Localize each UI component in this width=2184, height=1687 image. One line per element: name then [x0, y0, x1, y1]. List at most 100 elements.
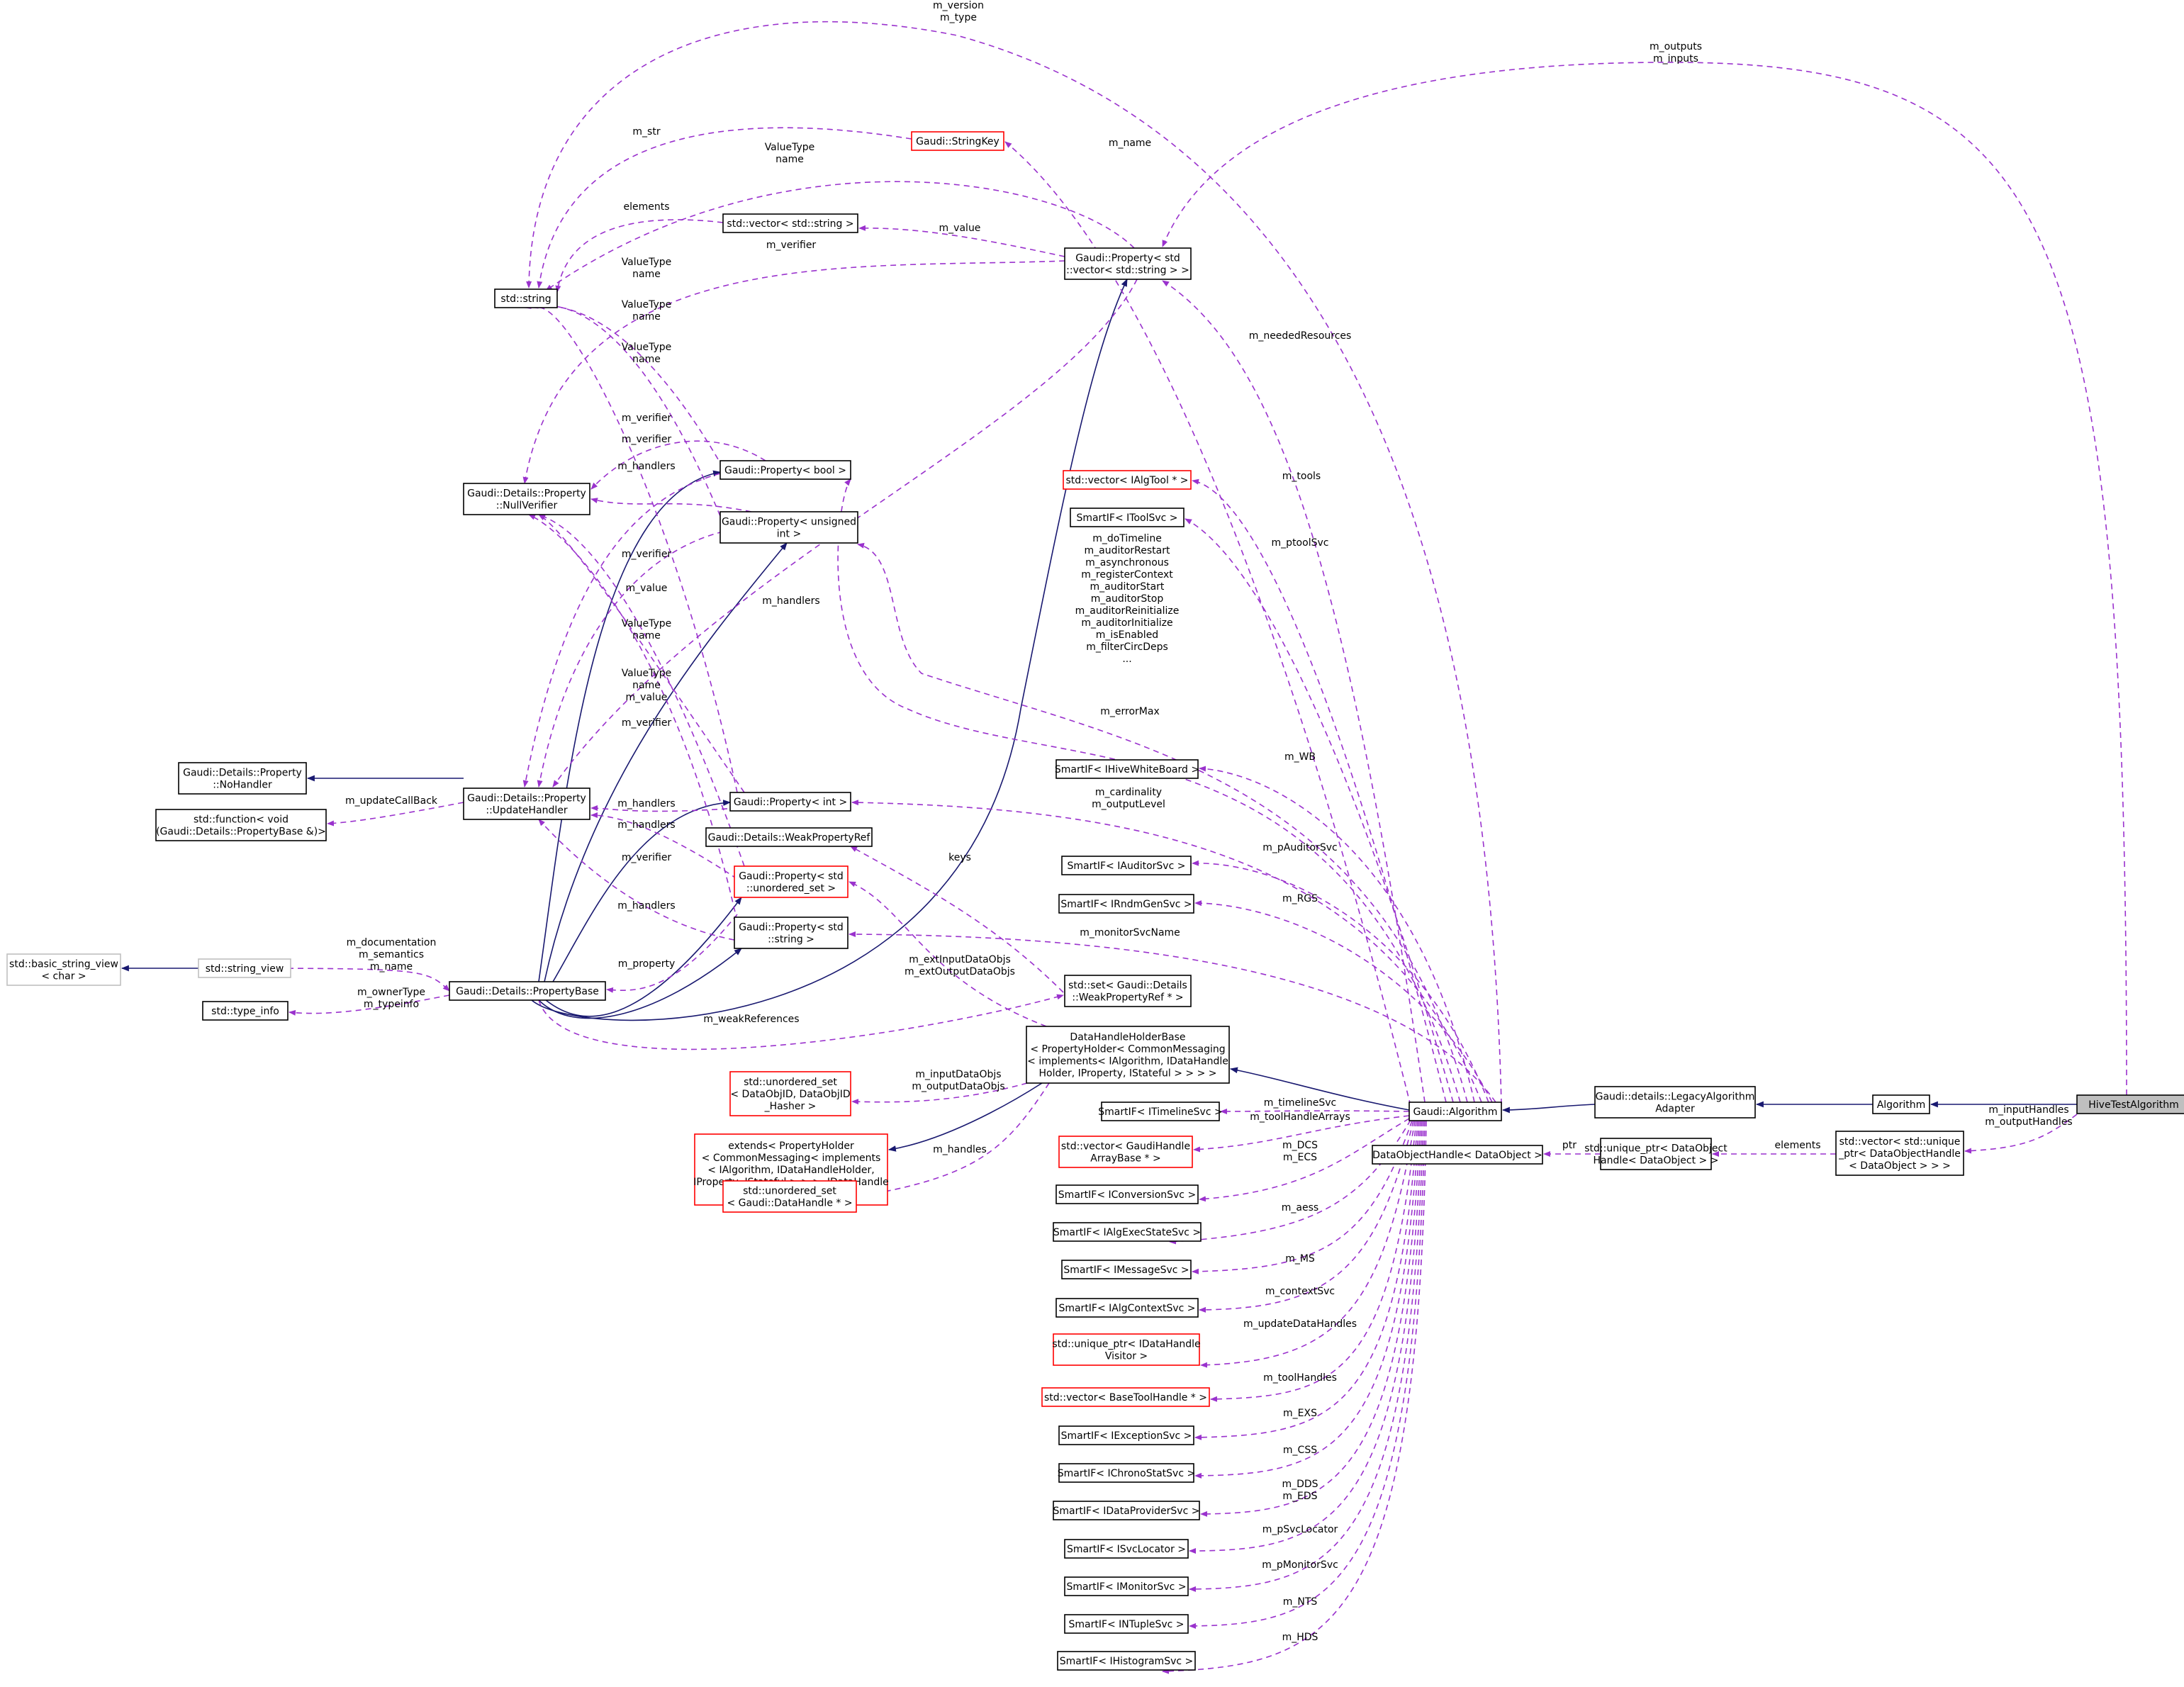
- edge-label-hds: m_HDS: [1282, 1632, 1318, 1643]
- edge-label-updatecallback: m_updateCallBack: [345, 795, 438, 807]
- edge-label-contextsvc: m_contextSvc: [1265, 1286, 1335, 1297]
- class-node-sif-histogramsvc[interactable]: SmartIF< IHistogramSvc >: [1057, 1651, 1196, 1671]
- class-node-sif-monitorsvc[interactable]: SmartIF< IMonitorSvc >: [1064, 1576, 1189, 1596]
- class-node-label: Gaudi::Details::Property::NullVerifier: [467, 488, 586, 512]
- inheritance-edge: [1501, 1104, 1596, 1114]
- class-node-label: std::string_view: [206, 963, 284, 975]
- class-node-label: std::function< void(Gaudi::Details::Prop…: [156, 814, 326, 838]
- edge-label-handlers2: m_handlers: [762, 595, 819, 607]
- usage-edge: [1199, 1120, 1414, 1313]
- class-node-label: std::vector< std::unique_ptr< DataObject…: [1838, 1136, 1961, 1172]
- edge-label-property: m_property: [618, 958, 676, 970]
- class-node-sif-algexecstatesvc[interactable]: SmartIF< IAlgExecStateSvc >: [1053, 1222, 1202, 1242]
- usage-edge: [1189, 1120, 1426, 1629]
- class-node-hive[interactable]: HiveTestAlgorithm: [2076, 1094, 2184, 1114]
- class-node-no-handler[interactable]: Gaudi::Details::Property::NoHandler: [178, 762, 307, 795]
- usage-edge: [522, 260, 1065, 484]
- edge-label-value2: m_value: [626, 583, 668, 594]
- class-node-prop-vec-string[interactable]: Gaudi::Property< std::vector< std::strin…: [1064, 247, 1192, 280]
- class-node-prop-uset[interactable]: Gaudi::Property< std::unordered_set >: [734, 865, 849, 898]
- class-node-vec-unique-doh[interactable]: std::vector< std::unique_ptr< DataObject…: [1835, 1131, 1964, 1176]
- class-node-sif-whiteboard[interactable]: SmartIF< IHiveWhiteBoard >: [1055, 759, 1199, 779]
- usage-edge: [327, 802, 464, 826]
- class-node-string-key[interactable]: Gaudi::StringKey: [911, 131, 1004, 151]
- class-node-property-base[interactable]: Gaudi::Details::PropertyBase: [449, 981, 606, 1001]
- class-node-vec-string[interactable]: std::vector< std::string >: [722, 213, 858, 233]
- edge-label-handles: m_handles: [933, 1144, 987, 1155]
- class-node-prop-std-string[interactable]: Gaudi::Property< std::string >: [734, 917, 849, 949]
- class-node-uset-dataobjid[interactable]: std::unordered_set< DataObjID, DataObjID…: [729, 1071, 851, 1116]
- class-node-sif-exceptionsvc[interactable]: SmartIF< IExceptionSvc >: [1058, 1425, 1194, 1445]
- class-node-sif-timelinesvc[interactable]: SmartIF< ITimelineSvc >: [1098, 1102, 1223, 1121]
- class-node-type-info[interactable]: std::type_info: [202, 1001, 289, 1021]
- class-node-sif-dataprovidersvc[interactable]: SmartIF< IDataProviderSvc >: [1053, 1501, 1200, 1520]
- class-node-sif-conversionsvc[interactable]: SmartIF< IConversionSvc >: [1055, 1184, 1199, 1204]
- edge-label-ptoolsvc: m_ptoolSvc: [1272, 537, 1329, 549]
- usage-edge: [1192, 860, 1489, 1103]
- class-node-label: SmartIF< IMessageSvc >: [1063, 1265, 1189, 1276]
- edge-label-handlers1: m_handlers: [617, 461, 675, 472]
- usage-edge: [851, 800, 1482, 1103]
- usage-edge: [545, 181, 1135, 291]
- class-node-set-weak-ref[interactable]: std::set< Gaudi::Details::WeakPropertyRe…: [1064, 975, 1192, 1007]
- class-node-dhh-base[interactable]: DataHandleHolderBase< PropertyHolder< Co…: [1026, 1026, 1230, 1084]
- class-node-label: Gaudi::Property< int >: [734, 797, 847, 808]
- usage-edge: [1189, 1120, 1424, 1592]
- class-node-label: SmartIF< IMonitorSvc >: [1066, 1581, 1186, 1593]
- class-node-std-function[interactable]: std::function< void(Gaudi::Details::Prop…: [155, 809, 327, 841]
- class-node-gaudi-algorithm[interactable]: Gaudi::Algorithm: [1409, 1102, 1502, 1121]
- usage-edge: [1210, 1120, 1417, 1402]
- class-node-label: std::vector< IAlgTool * >: [1066, 475, 1189, 486]
- class-node-doh[interactable]: DataObjectHandle< DataObject >: [1372, 1145, 1543, 1165]
- class-node-label: Algorithm: [1877, 1099, 1926, 1111]
- edge-label-elements2: elements: [1774, 1140, 1820, 1151]
- class-node-sif-auditorsvc[interactable]: SmartIF< IAuditorSvc >: [1061, 856, 1192, 875]
- class-node-update-handler[interactable]: Gaudi::Details::Property::UpdateHandler: [463, 788, 590, 820]
- usage-edge: [1189, 1120, 1423, 1554]
- class-node-null-verifier[interactable]: Gaudi::Details::Property::NullVerifier: [463, 483, 590, 515]
- class-node-sif-chronostatsvc[interactable]: SmartIF< IChronoStatSvc >: [1058, 1463, 1195, 1483]
- class-node-sif-toolsvc[interactable]: SmartIF< IToolSvc >: [1070, 508, 1185, 527]
- edge-label-elements: elements: [623, 201, 669, 213]
- class-node-basic-string-view[interactable]: std::basic_string_view< char >: [6, 953, 121, 986]
- class-node-sif-messagesvc[interactable]: SmartIF< IMessageSvc >: [1061, 1260, 1192, 1279]
- class-node-std-string[interactable]: std::string: [494, 288, 558, 308]
- class-node-label: std::unordered_set< Gaudi::DataHandle * …: [727, 1186, 852, 1209]
- inheritance-edge: [544, 542, 788, 982]
- class-node-algorithm-wrap[interactable]: Algorithm: [1872, 1094, 1930, 1114]
- usage-edge: [198, 968, 450, 992]
- class-node-label: SmartIF< IConversionSvc >: [1058, 1189, 1196, 1201]
- class-node-string-view[interactable]: std::string_view: [198, 958, 291, 978]
- class-node-vec-ialgtool[interactable]: std::vector< IAlgTool * >: [1063, 470, 1192, 490]
- usage-edge: [1199, 1118, 1410, 1202]
- class-node-sif-svclocator[interactable]: SmartIF< ISvcLocator >: [1064, 1539, 1189, 1559]
- class-node-sif-rndmgensvc[interactable]: SmartIF< IRndmGenSvc >: [1058, 894, 1194, 914]
- usage-edge: [528, 514, 738, 922]
- edge-label-psvclocator: m_pSvcLocator: [1262, 1524, 1338, 1535]
- class-node-label: SmartIF< ITimelineSvc >: [1098, 1106, 1222, 1118]
- class-node-uset-datahandle[interactable]: std::unordered_set< Gaudi::DataHandle * …: [722, 1180, 857, 1213]
- class-node-vec-basetoolhandle[interactable]: std::vector< BaseToolHandle * >: [1041, 1387, 1210, 1407]
- usage-edge: [590, 498, 752, 512]
- class-node-weak-prop-ref[interactable]: Gaudi::Details::WeakPropertyRef: [705, 827, 873, 847]
- usage-edge: [849, 881, 1047, 1027]
- class-node-sif-algcontextsvc[interactable]: SmartIF< IAlgContextSvc >: [1055, 1298, 1199, 1318]
- class-node-label: Gaudi::Details::Property::UpdateHandler: [467, 793, 586, 817]
- edge-label-handlers3: m_handlers: [617, 798, 675, 809]
- usage-edge: [857, 1082, 1050, 1199]
- edge-label-pmonitorsvc: m_pMonitorSvc: [1262, 1559, 1338, 1571]
- class-node-prop-int[interactable]: Gaudi::Property< int >: [729, 792, 851, 812]
- class-node-sif-ntuplesvc[interactable]: SmartIF< INTupleSvc >: [1064, 1614, 1189, 1634]
- class-node-prop-bool[interactable]: Gaudi::Property< bool >: [719, 460, 851, 480]
